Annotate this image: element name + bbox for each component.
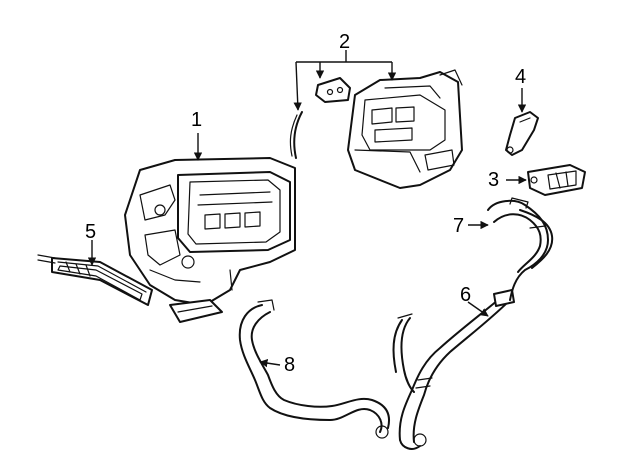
heater-hose-outlet — [392, 289, 515, 450]
callout-7: 7 — [453, 215, 465, 237]
callout-5: 5 — [85, 221, 97, 243]
callout-4: 4 — [515, 66, 527, 88]
callout-1: 1 — [191, 109, 203, 131]
callout-3: 3 — [488, 169, 500, 191]
blower-case — [347, 69, 463, 189]
bracket-small — [315, 77, 351, 103]
callout-2: 2 — [339, 31, 351, 53]
heater-hose-inlet — [487, 197, 554, 301]
drain-hose — [238, 299, 390, 439]
heater-core — [37, 254, 153, 306]
actuator — [527, 164, 586, 196]
control-arm — [505, 111, 539, 156]
callout-6: 6 — [460, 284, 472, 306]
hose-clip — [289, 111, 303, 159]
hvac-housing — [124, 157, 296, 323]
callout-8: 8 — [284, 354, 296, 376]
